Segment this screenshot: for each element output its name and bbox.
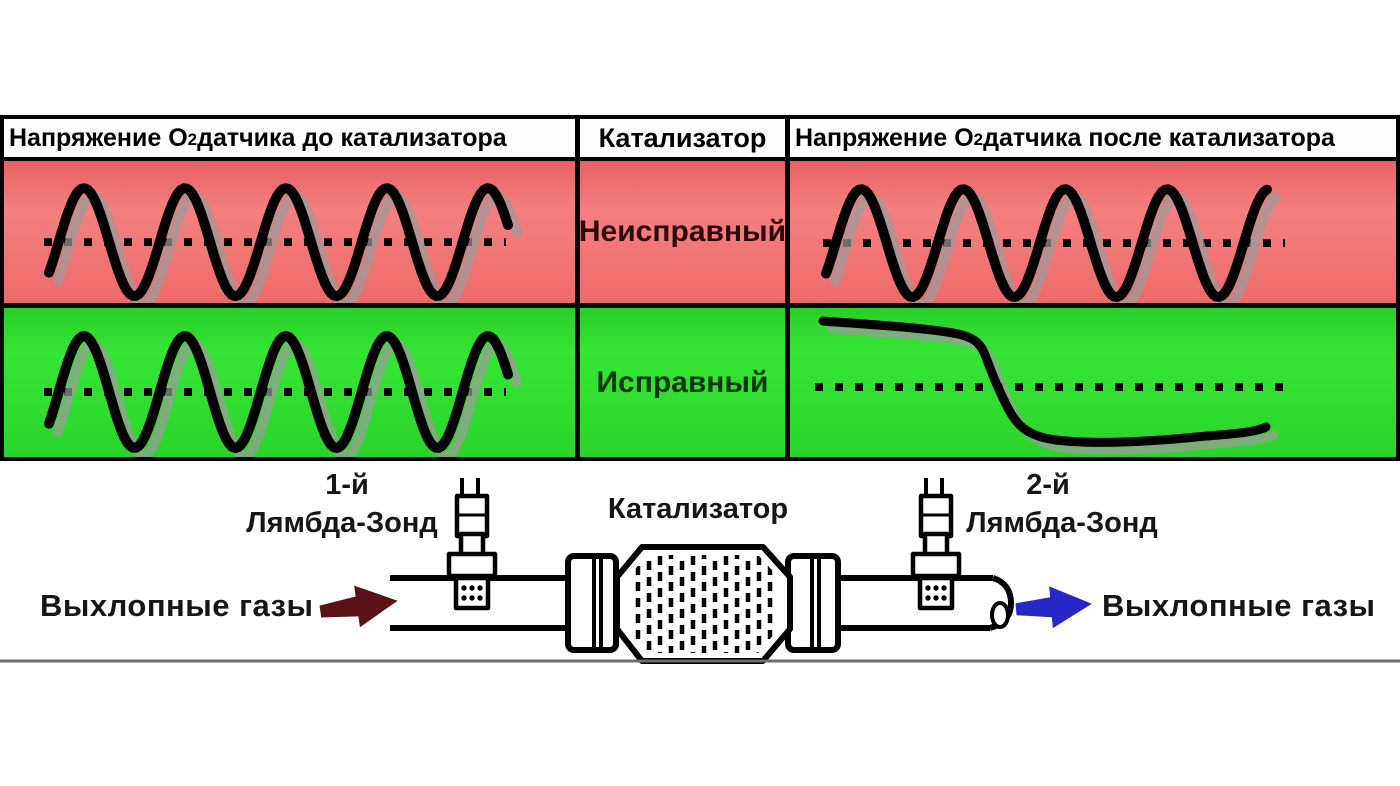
catalyst-substrate-texture (635, 555, 773, 653)
flange-rear (785, 553, 841, 653)
sensor2-label-line1: 2-й (1026, 469, 1070, 501)
exhaust-gases-label-right: Выхлопные газы (1102, 588, 1376, 623)
catalyst-label: Катализатор (608, 493, 788, 525)
wave-after-ok-cell (790, 308, 1396, 457)
header-right-text2: датчика после катализатора (983, 123, 1335, 152)
header-catalyst: Катализатор (580, 119, 790, 161)
sensor1-label-line1: 1-й (325, 469, 369, 501)
waveform-before-ok (44, 331, 522, 457)
status-ok-cell: Исправный (580, 308, 790, 457)
status-faulty-cell: Неисправный (580, 161, 790, 308)
status-label-faulty: Неисправный (580, 215, 787, 248)
sensor2-label-line2: Лямбда-Зонд (966, 507, 1158, 539)
header-right-text: Напряжение O (795, 123, 974, 152)
catalytic-converter (614, 544, 793, 664)
exhaust-flow-arrow-in (319, 585, 398, 628)
header-left-sub: 2 (187, 130, 198, 149)
header-left-text: Напряжение O (9, 123, 188, 152)
exhaust-gases-label-left: Выхлопные газы (40, 588, 314, 623)
header-right-sub: 2 (973, 130, 984, 149)
lambda-sensor-1-icon (449, 478, 495, 608)
waveform-after-ok (815, 316, 1288, 455)
header-left-text2: датчика до катализатора (197, 123, 507, 152)
waveform-before-faulty (44, 183, 522, 303)
status-label-ok: Исправный (596, 365, 769, 399)
wave-before-ok-cell (4, 308, 580, 457)
wave-after-faulty-cell (790, 161, 1396, 308)
wave-before-faulty-cell (4, 161, 580, 308)
flange-front (565, 553, 619, 653)
lambda-sensor-2-icon (913, 478, 959, 608)
waveform-after-faulty (821, 184, 1285, 303)
exhaust-flow-arrow-out (1015, 586, 1092, 629)
header-middle-text: Катализатор (598, 122, 767, 153)
pipe-open-end (990, 601, 1010, 629)
sensor1-label-line2: Лямбда-Зонд (246, 507, 438, 539)
